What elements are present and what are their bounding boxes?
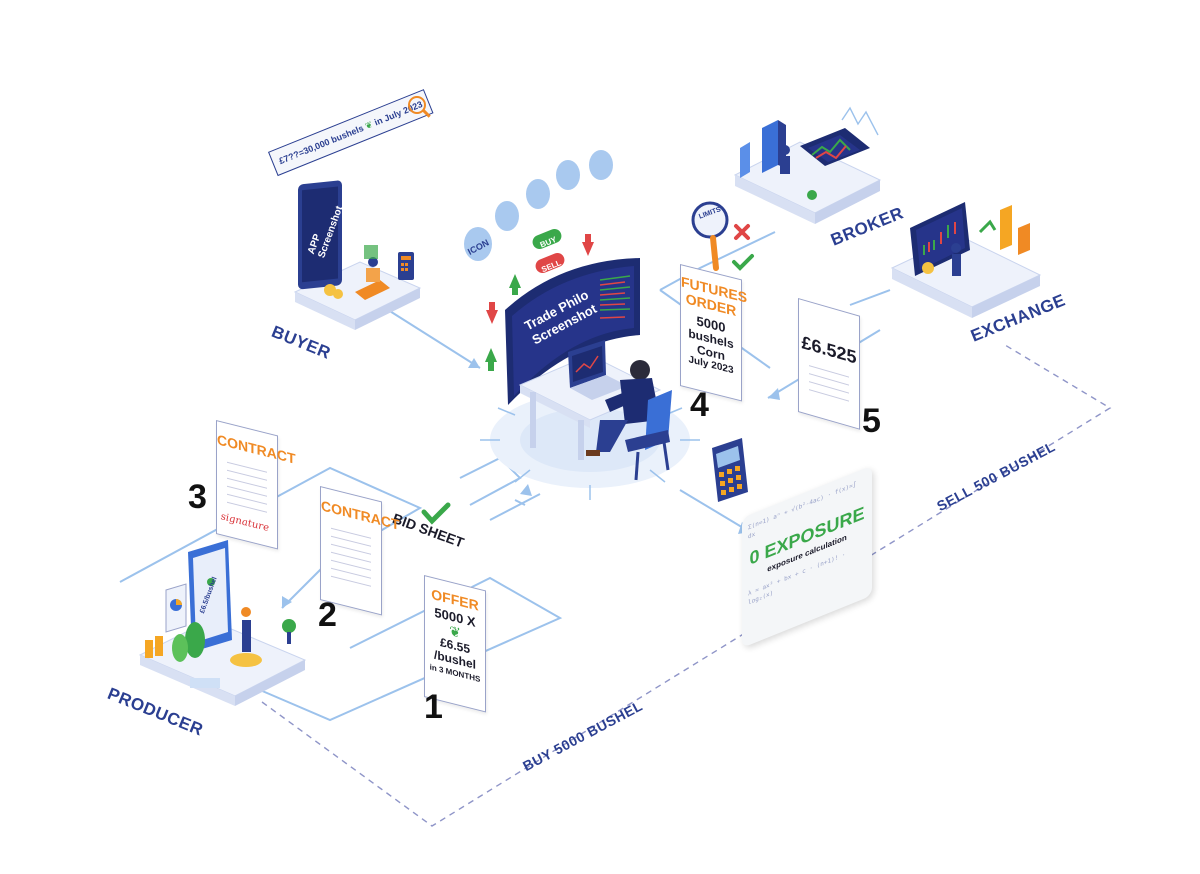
step-3: 3 xyxy=(188,478,207,516)
step-5: 5 xyxy=(862,402,881,440)
step-1: 1 xyxy=(424,688,443,726)
step-4: 4 xyxy=(690,386,709,424)
search-icon[interactable] xyxy=(408,96,426,114)
step-2: 2 xyxy=(318,596,337,634)
